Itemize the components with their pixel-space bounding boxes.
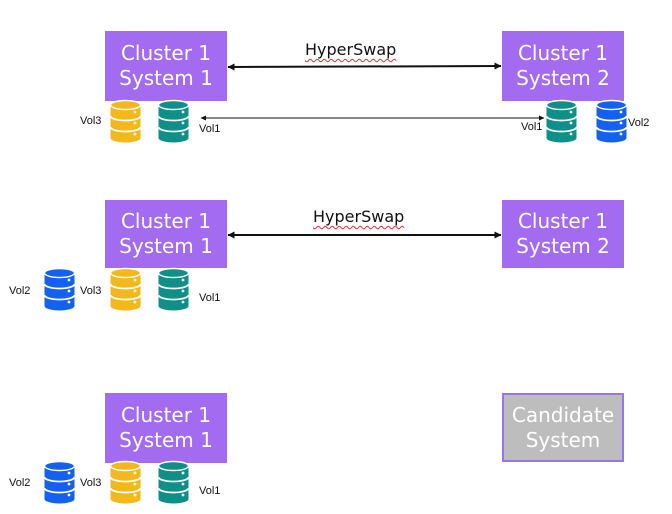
row2-vol3-database-icon [109, 267, 142, 311]
row1-vol1-right-label: Vol1 [521, 121, 543, 133]
box-line-2: System 1 [119, 234, 213, 258]
box-line-1: Cluster 1 [120, 209, 212, 233]
row1-vol1-right-database-icon [545, 99, 578, 143]
row1-vol1-left-label: Vol1 [199, 123, 221, 135]
box-line-2: System 1 [119, 66, 213, 90]
row3-vol1-label: Vol1 [199, 485, 221, 497]
row1-hyperswap-label: HyperSwap [305, 40, 397, 59]
row2-vol1-database-icon [157, 267, 190, 311]
row3-vol1-database-icon [157, 460, 190, 504]
box-line-2: System 1 [119, 428, 213, 452]
row1-vol3-database-icon [109, 99, 142, 143]
box-line-2: System 2 [516, 66, 610, 90]
row2-vol2-database-icon [43, 267, 76, 311]
box-line-1: Cluster 1 [120, 41, 212, 65]
row3-vol3-label: Vol3 [80, 477, 102, 489]
row2-hyperswap-label: HyperSwap [313, 207, 405, 226]
row3-vol3-database-icon [109, 460, 142, 504]
box-line-1: Cluster 1 [120, 403, 212, 427]
row3-vol2-label: Vol2 [9, 477, 31, 489]
row3-vol2-database-icon [43, 460, 76, 504]
box-line-1: Candidate [511, 402, 615, 427]
row2-vol3-label: Vol3 [80, 285, 102, 297]
row2-vol1-label: Vol1 [199, 292, 221, 304]
row2-vol2-label: Vol2 [9, 285, 31, 297]
row1-vol2-database-icon [595, 99, 628, 143]
box-line-2: System 2 [516, 234, 610, 258]
row1-vol2-label: Vol2 [628, 117, 650, 129]
row2-cluster1-system1-box: Cluster 1 System 1 [105, 200, 227, 268]
row3-candidate-system-box: Candidate System [502, 393, 624, 462]
row1-hyperswap-arrow [227, 62, 502, 71]
row1-cluster1-system2-box: Cluster 1 System 2 [502, 31, 624, 101]
box-line-2: System [525, 427, 601, 452]
row1-vol3-label: Vol3 [80, 115, 102, 127]
row3-cluster1-system1-box: Cluster 1 System 1 [105, 393, 227, 463]
box-line-1: Cluster 1 [517, 209, 609, 233]
row1-cluster1-system1-box: Cluster 1 System 1 [105, 31, 227, 101]
row2-cluster1-system2-box: Cluster 1 System 2 [502, 200, 624, 268]
box-line-1: Cluster 1 [517, 41, 609, 65]
row1-vol1-left-database-icon [157, 99, 190, 143]
